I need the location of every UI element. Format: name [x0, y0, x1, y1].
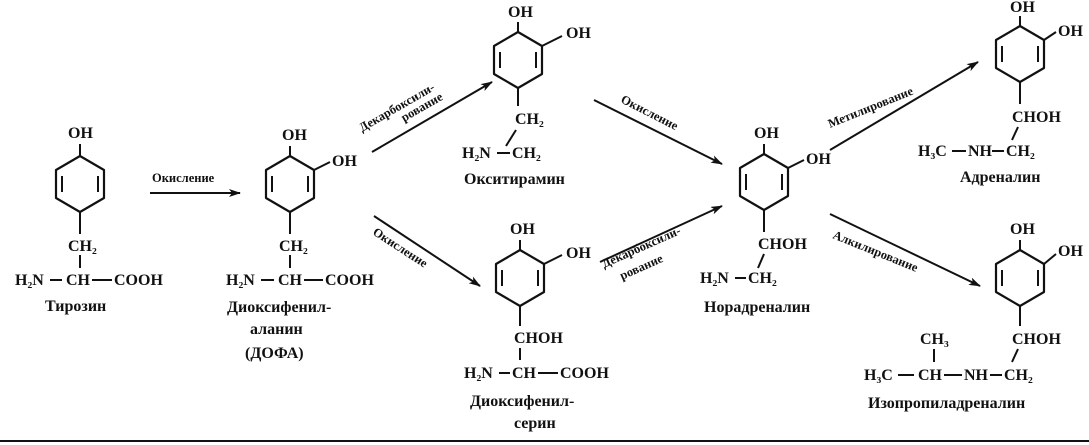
noradrenaline-name: Норадреналин: [704, 299, 810, 316]
oxytyramine-ch2-top-label: CH₂: [515, 111, 544, 128]
tyrosine-oh-label: OH: [68, 125, 93, 142]
arrow-dops-noradrenaline: [599, 205, 723, 263]
isopropyl-oh1-label: OH: [1010, 221, 1035, 238]
adrenaline-h3c-label: H₃C: [918, 143, 947, 160]
adrenaline-chooh-label: CHOH: [1012, 109, 1061, 126]
isopropyl-chooh-label: CHOH: [1012, 331, 1061, 348]
noradrenaline-structure: OH OH CHOH H₂N CH₂ Норадреналин: [700, 125, 831, 316]
isopropyl-ch-label: CH: [918, 367, 943, 384]
tyrosine-name: Тирозин: [45, 298, 106, 315]
adrenaline-structure: OH OH CHOH H₃C NH CH₂ Адреналин: [918, 0, 1083, 186]
oxytyramine-oh2-label: OH: [566, 25, 591, 42]
adrenaline-ch2-label: CH₂: [1006, 143, 1035, 160]
noradrenaline-oh2-label: OH: [806, 151, 831, 168]
isopropyladrenaline-name: Изопропиладреналин: [868, 395, 1025, 412]
dopa-name-line1: Диоксифенил-: [227, 299, 331, 316]
dopa-cooh-label: COOH: [325, 272, 374, 289]
adrenaline-name: Адреналин: [960, 169, 1040, 186]
arrow-dopa-dops: [373, 215, 481, 287]
adrenaline-oh2-label: OH: [1058, 23, 1083, 40]
isopropyl-nh-label: NH: [964, 367, 989, 384]
dops-oh1-label: OH: [510, 221, 535, 238]
isopropyl-ch3-label: CH₃: [920, 331, 949, 348]
noradrenaline-chooh-label: CHOH: [758, 236, 807, 253]
dops-structure: OH OH CHOH H₂N CH COOH Диоксифенил- сери…: [464, 221, 609, 432]
oxytyramine-h2n-label: H₂N: [462, 145, 491, 162]
dopa-name-line2: аланин: [250, 321, 303, 338]
tyrosine-cooh-label: COOH: [114, 272, 163, 289]
tyrosine-structure: OH CH₂ H₂N CH COOH Тирозин: [15, 125, 163, 315]
oxytyramine-benzene-ring: [492, 30, 544, 90]
dopa-benzene-ring: [264, 154, 316, 214]
dops-name-line1: Диоксифенил-: [470, 393, 574, 410]
tyrosine-benzene-ring: [54, 154, 106, 214]
noradrenaline-h2n-label: H₂N: [700, 270, 729, 287]
dops-h2n-label: H₂N: [464, 365, 493, 382]
oxytyramine-structure: OH OH CH₂ H₂N CH₂ Окситирамин: [462, 4, 591, 188]
isopropyl-benzene-ring: [994, 248, 1046, 308]
dops-benzene-ring: [494, 248, 546, 308]
dopa-ch2-label: CH₂: [279, 238, 308, 255]
dopa-structure: OH OH CH₂ H₂N CH COOH Диоксифенил- алани…: [226, 127, 374, 362]
isopropyl-oh2-label: OH: [1058, 243, 1083, 260]
dopa-h2n-label: H₂N: [226, 272, 255, 289]
oxytyramine-ch2-bottom-label: CH₂: [512, 145, 541, 162]
dops-ch-label: CH: [512, 365, 537, 382]
noradrenaline-benzene-ring: [738, 152, 790, 212]
tyrosine-ch-label: CH: [66, 272, 91, 289]
dopa-oh1-label: OH: [282, 127, 307, 144]
adrenaline-nh-label: NH: [968, 143, 993, 160]
dops-cooh-label: COOH: [560, 365, 609, 382]
dops-chooh-label: CHOH: [514, 330, 563, 347]
dops-name-line2: серин: [514, 415, 556, 432]
dopa-name-line3: (ДОФА): [245, 345, 304, 362]
noradrenaline-oh1-label: OH: [754, 125, 779, 142]
noradrenaline-ch2-label: CH₂: [748, 270, 777, 287]
arrow-oxytyramine-noradrenaline: [593, 99, 723, 165]
oxytyramine-name: Окситирамин: [464, 171, 565, 188]
adrenaline-benzene-ring: [994, 24, 1046, 84]
arrow-dopa-oxytyramine: [371, 81, 493, 153]
dops-oh2-label: OH: [566, 245, 591, 262]
dopa-ch-label: CH: [278, 272, 303, 289]
isopropyladrenaline-structure: OH OH CHOH CH₃ H₃C CH NH CH₂ Изопропилад…: [864, 221, 1083, 412]
oxytyramine-oh1-label: OH: [508, 4, 533, 21]
dopa-oh2-label: OH: [332, 153, 357, 170]
tyrosine-h2n-label: H₂N: [15, 272, 44, 289]
isopropyl-h3c-label: H₃C: [864, 367, 893, 384]
adrenaline-oh1-label: OH: [1010, 0, 1035, 16]
oxidation-label-1: Окисление: [152, 171, 215, 185]
arrow-noradrenaline-adrenaline: [829, 61, 979, 151]
tyrosine-ch2-label: CH₂: [68, 238, 97, 255]
arrow-noradrenaline-isopropyladrenaline: [829, 213, 981, 287]
isopropyl-ch2-label: CH₂: [1004, 367, 1033, 384]
